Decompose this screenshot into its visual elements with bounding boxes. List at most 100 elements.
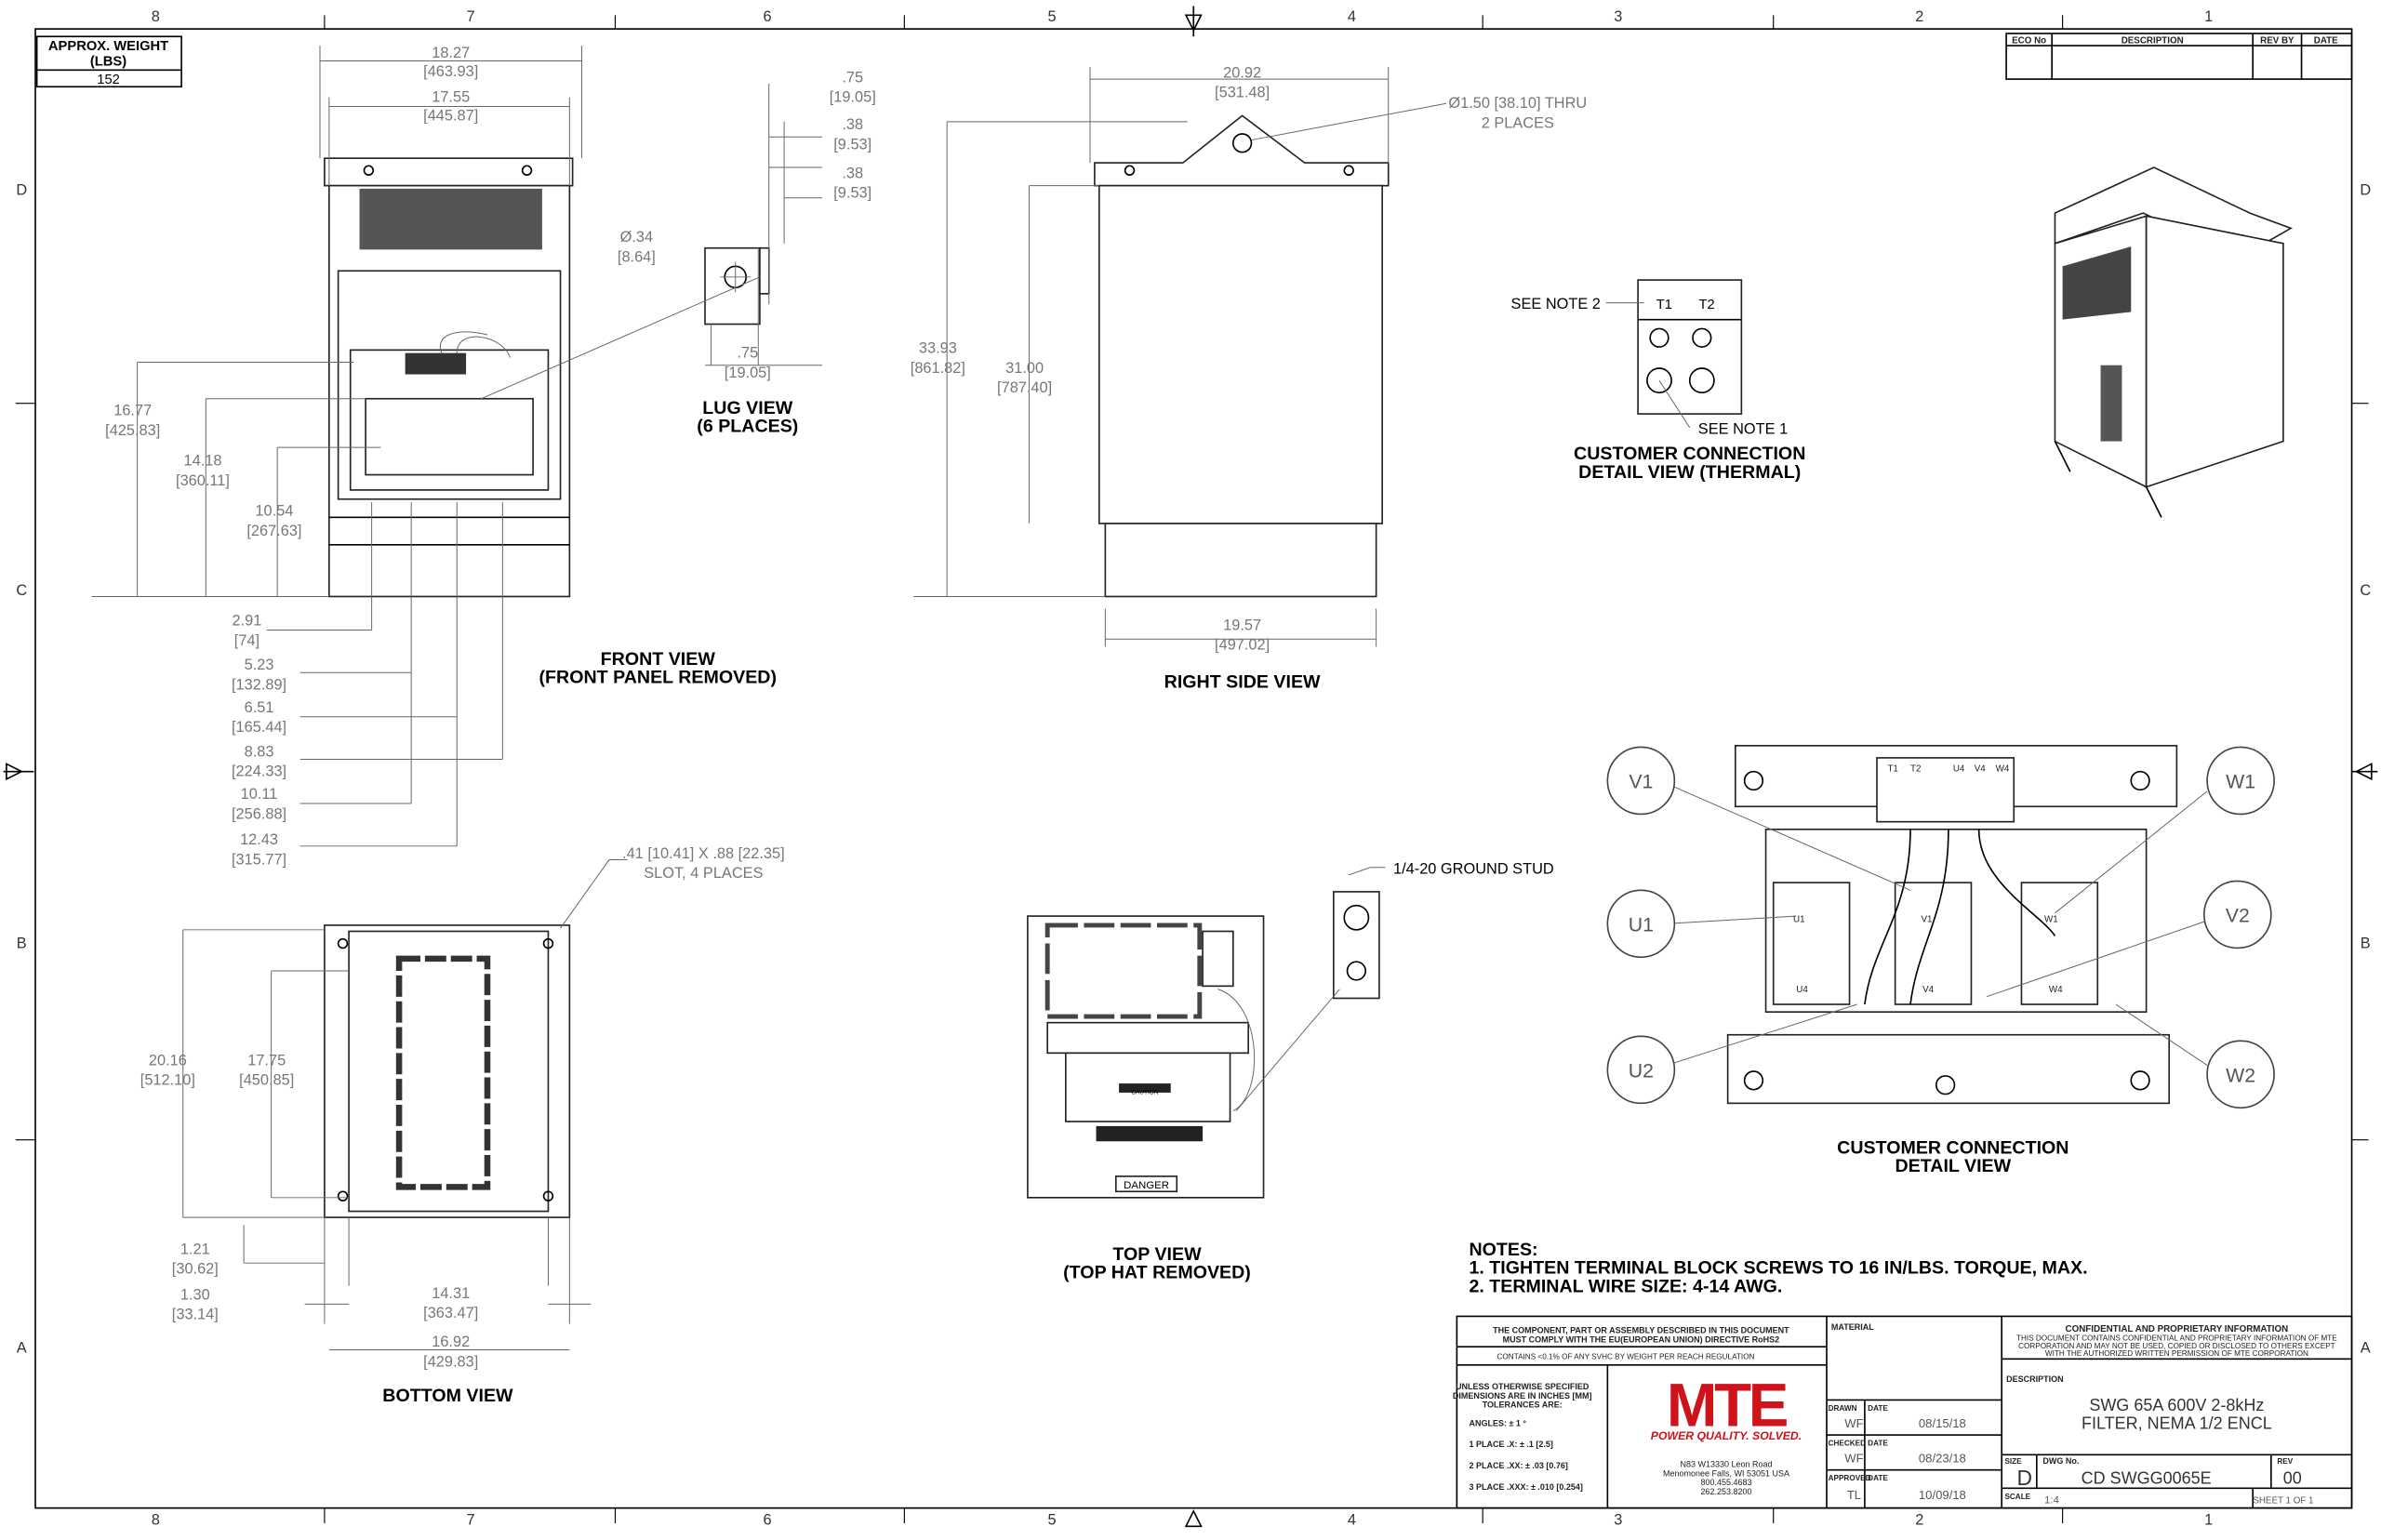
col-label: 1	[2204, 1512, 2213, 1529]
dim-metric: [363.47]	[423, 1305, 478, 1321]
dim-metric: [256.88]	[232, 805, 286, 822]
dim-metric: [445.87]	[423, 107, 478, 124]
isometric-view	[2054, 166, 2294, 518]
right-side-view	[913, 67, 1446, 647]
note-item: 1. TIGHTEN TERMINAL BLOCK SCREWS TO 16 I…	[1469, 1258, 2087, 1279]
dwg-label: DWG No.	[2042, 1456, 2079, 1466]
dim-metric: [9.53]	[833, 136, 871, 153]
col-label: 4	[1348, 8, 1356, 25]
rohs-line: MUST COMPLY WITH THE EU(EUROPEAN UNION) …	[1503, 1334, 1780, 1344]
detail-subtitle: DETAIL VIEW	[1895, 1156, 2011, 1176]
dim-metric: [267.63]	[246, 523, 301, 539]
dim-value: 12.43	[240, 831, 278, 848]
row-label: D	[16, 181, 27, 198]
terminal-label: W4	[1996, 764, 2010, 775]
dim-metric: [74]	[234, 632, 259, 649]
col-label: 8	[152, 8, 160, 25]
terminal-label: T1	[1887, 764, 1897, 775]
dim-value: 20.16	[149, 1052, 187, 1069]
dim-value: 19.57	[1223, 617, 1261, 633]
row-label: D	[2360, 181, 2371, 198]
tolerance-line: UNLESS OTHERWISE SPECIFIED	[1456, 1382, 1590, 1391]
row-label: C	[2360, 582, 2371, 599]
lug-label: V4	[1922, 985, 1935, 995]
thermal-t1: T1	[1656, 298, 1672, 312]
col-label: 3	[1614, 1512, 1622, 1529]
right-view-title: RIGHT SIDE VIEW	[1164, 672, 1321, 693]
see-note-2: SEE NOTE 2	[1511, 296, 1601, 312]
bubble-v2: V2	[2226, 905, 2250, 927]
dim-value: .38	[842, 116, 863, 133]
revision-table: ECO No DESCRIPTION REV BY DATE	[2005, 33, 2353, 80]
tolerance-line: DIMENSIONS ARE IN INCHES [MM]	[1453, 1391, 1592, 1401]
dim-value: 8.83	[245, 743, 274, 760]
address-line: Menomonee Falls, WI 53051 USA	[1663, 1468, 1789, 1478]
dim-value: 18.27	[432, 45, 470, 61]
dim-metric: [861.82]	[911, 360, 965, 377]
thermal-detail: T1 T2 SEE NOTE 2 SEE NOTE 1	[1511, 279, 1788, 437]
row-label: A	[17, 1340, 27, 1357]
connection-detail: V1 W1 U1 V2 U2 W2 T1 T2 U4 V4 W4 U1 V1 W…	[1606, 745, 2275, 1109]
dim-metric: [512.10]	[140, 1072, 195, 1089]
lug-view-title: LUG VIEW	[702, 398, 793, 418]
description-line: SWG 65A 600V 2-8kHz	[2089, 1396, 2264, 1414]
logo-tagline: POWER QUALITY. SOLVED.	[1651, 1429, 1802, 1442]
row-label: A	[2361, 1340, 2371, 1357]
terminal-label: U4	[1953, 764, 1965, 775]
dim-metric: [19.05]	[830, 89, 876, 106]
dim-metric: [33.14]	[172, 1307, 219, 1323]
front-view-subtitle: (FRONT PANEL REMOVED)	[539, 668, 778, 688]
row-label: B	[2361, 935, 2371, 951]
front-view	[324, 157, 574, 598]
dim-metric: [787.40]	[997, 379, 1052, 396]
ground-stud-label: 1/4-20 GROUND STUD	[1393, 860, 1554, 877]
checked-by: WF	[1844, 1452, 1863, 1466]
dim-value: 10.54	[255, 503, 293, 520]
danger-label: DANGER	[1124, 1180, 1169, 1191]
lug-label: V1	[1921, 915, 1932, 925]
weight-value: 152	[97, 73, 120, 87]
dim-value: 1.30	[180, 1286, 210, 1303]
top-view: CAUTION DANGER 1/4-20 GROUND STUD	[1027, 860, 1554, 1199]
address-line: N83 W13330 Leon Road	[1680, 1459, 1772, 1468]
dim-value: 16.77	[113, 403, 152, 419]
dim-value: 2.91	[233, 613, 262, 630]
notes: NOTES: 1. TIGHTEN TERMINAL BLOCK SCREWS …	[1469, 1240, 2087, 1296]
lug-view-subtitle: (6 PLACES)	[697, 417, 798, 437]
top-view-title: TOP VIEW	[1112, 1244, 1202, 1265]
notes-title: NOTES:	[1469, 1240, 1537, 1260]
dim-metric: [315.77]	[232, 851, 286, 868]
revision: 00	[2283, 1468, 2302, 1487]
dim-value: 5.23	[245, 657, 274, 673]
dim-value: 20.92	[1223, 64, 1261, 81]
caution-label: CAUTION	[1131, 1090, 1159, 1096]
bubble-v1: V1	[1629, 771, 1653, 793]
zone-grid: 8 7 6 5 4 3 2 1 8 7 6 5 4 3 2 1 D C B A …	[3, 6, 2378, 1529]
row-label: B	[17, 935, 27, 951]
dim-value: Ø.34	[620, 229, 653, 246]
dim-value: 31.00	[1005, 360, 1044, 377]
dim-metric: 2 PLACES	[1482, 114, 1554, 131]
lug-label: U4	[1796, 985, 1808, 995]
checked-label: CHECKED	[1829, 1440, 1867, 1448]
dimension-labels: 18.27[463.93] 17.55[445.87] 16.77[425.83…	[105, 45, 1587, 1370]
thermal-t2: T2	[1699, 298, 1715, 312]
description-line: FILTER, NEMA 1/2 ENCL	[2082, 1414, 2272, 1433]
drawing-number: CD SWGG0065E	[2082, 1468, 2212, 1487]
thermal-subtitle: DETAIL VIEW (THERMAL)	[1578, 462, 1801, 483]
col-label: 4	[1348, 1512, 1356, 1529]
dim-metric: [224.33]	[232, 763, 286, 780]
date-label: DATE	[1868, 1440, 1888, 1448]
dim-value: 17.75	[247, 1052, 286, 1069]
material-label: MATERIAL	[1831, 1322, 1874, 1332]
tolerance-line: ANGLES: ± 1 °	[1469, 1418, 1526, 1427]
dim-value: 14.18	[184, 453, 222, 470]
col-label: 6	[764, 8, 772, 25]
bubble-u1: U1	[1629, 913, 1654, 936]
approved-by: TL	[1847, 1488, 1861, 1502]
dim-metric: [19.05]	[725, 365, 771, 381]
note-item: 2. TERMINAL WIRE SIZE: 4-14 AWG.	[1469, 1276, 1782, 1296]
terminal-label: V4	[1975, 764, 1987, 775]
sheet-number: SHEET 1 OF 1	[2253, 1496, 2313, 1507]
